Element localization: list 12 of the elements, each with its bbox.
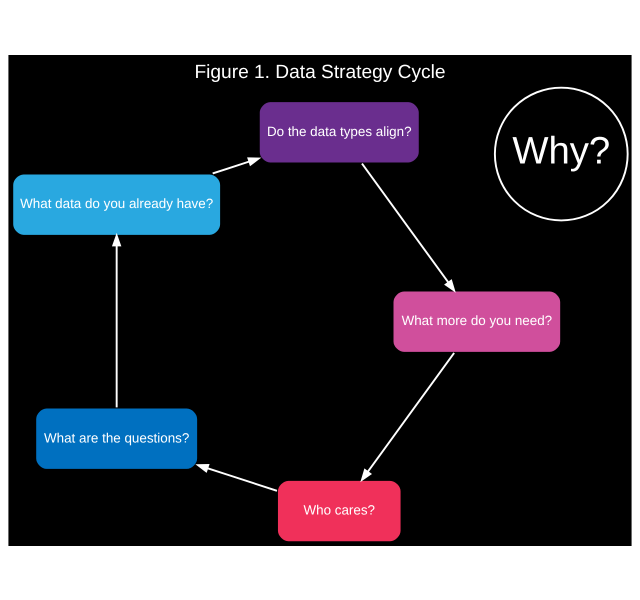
node-box: What are the questions? — [34, 406, 200, 470]
diagram-title: Figure 1. Data Strategy Cycle — [194, 61, 446, 82]
node-circle: Why? — [494, 86, 629, 221]
node-box: What data do you already have? — [11, 172, 222, 236]
node-box: Do the data types align? — [258, 100, 421, 164]
arrow — [212, 156, 262, 174]
arrow — [360, 352, 455, 482]
arrow — [112, 232, 122, 407]
arrow — [195, 463, 278, 492]
arrow — [361, 162, 456, 292]
node-box: What more do you need? — [392, 289, 562, 354]
node-box: Who cares? — [276, 478, 402, 543]
